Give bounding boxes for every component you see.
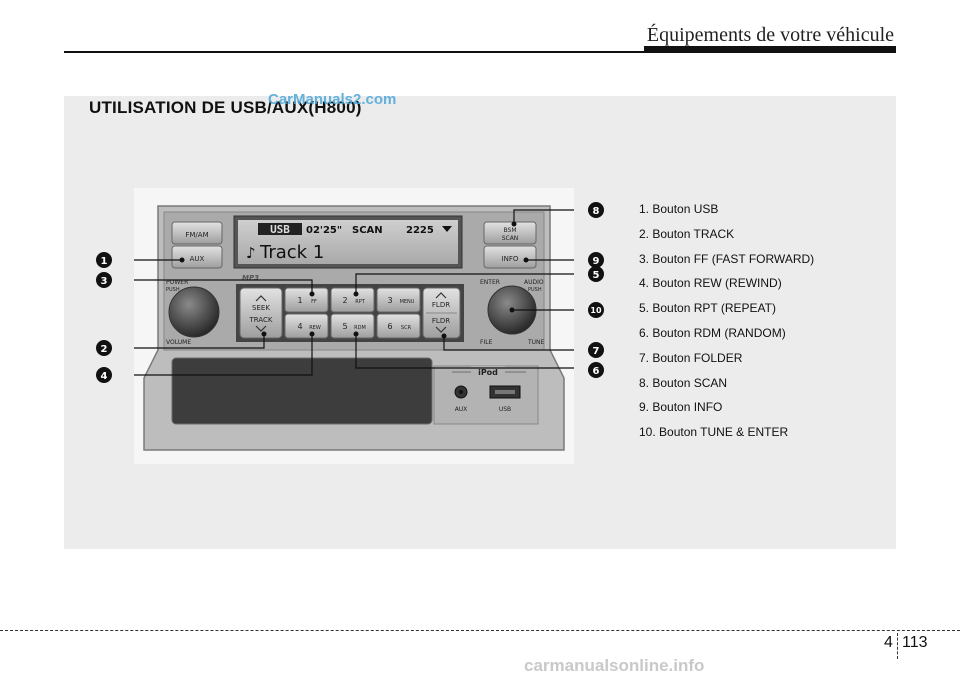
fldr-up-label: FLDR [432, 301, 450, 309]
ipod-label: iPod [478, 368, 498, 377]
callout-dot-8 [511, 221, 517, 227]
callout-line-8 [513, 209, 574, 224]
legend-item: 9. Bouton INFO [639, 400, 723, 415]
lcd-time: 02'25" [306, 225, 342, 236]
lcd-arrow-icon [442, 226, 452, 232]
power-label: POWER [166, 279, 188, 286]
legend-item: 5. Bouton RPT (REPEAT) [639, 301, 776, 316]
preset-3-menu-button[interactable] [376, 287, 421, 313]
preset-5-rdm-button[interactable] [330, 313, 375, 339]
lcd-source-badge [258, 223, 302, 235]
preset-4-label: 4 [297, 322, 302, 331]
callout-dot-2 [261, 331, 267, 337]
preset-1-ff-button[interactable] [284, 287, 329, 313]
button-legend: 1. Bouton USB 2. Bouton TRACK 3. Bouton … [639, 202, 814, 450]
file-label: FILE [480, 339, 493, 346]
page-number-separator [897, 633, 898, 659]
page-header-title: Équipements de votre véhicule [646, 24, 894, 46]
seek-track-button[interactable] [239, 287, 283, 339]
fm-am-button[interactable] [171, 221, 223, 245]
usb-port-label: USB [499, 406, 511, 413]
legend-item: 1. Bouton USB [639, 202, 719, 216]
info-label: INFO [502, 255, 519, 263]
scan-label: SCAN [502, 235, 519, 242]
preset-5-label: 5 [342, 322, 347, 331]
legend-item: 6. Bouton RDM (RANDOM) [639, 325, 786, 340]
callout-dot-7 [441, 333, 447, 339]
callout-dot-4 [309, 331, 315, 337]
audio-push-label: PUSH [528, 287, 542, 293]
legend-item: 4. Bouton REW (REWIND) [639, 276, 782, 291]
callout-dot-3 [309, 291, 315, 297]
preset-2-label: 2 [342, 296, 347, 305]
lcd-number: 2225 [406, 225, 434, 236]
aux-button[interactable] [171, 245, 223, 269]
callout-line-3 [134, 279, 313, 294]
legend-item: 8. Bouton SCAN [639, 375, 728, 390]
preset-6-label: 6 [387, 322, 392, 331]
preset-1-label: 1 [297, 296, 302, 305]
chapter-number: 4 [884, 634, 893, 651]
scr-label: SCR [401, 325, 412, 331]
track-label: TRACK [249, 316, 273, 324]
aux-button-label: AUX [190, 255, 205, 263]
folder-down-icon [435, 326, 447, 333]
callout-dot-9 [523, 257, 529, 263]
music-note-icon: ♪ [246, 244, 256, 262]
watermark: CarManuals2.com [268, 91, 397, 108]
preset-6-scr-button[interactable] [376, 313, 421, 339]
callout-line-2 [134, 334, 265, 349]
seek-label: SEEK [252, 304, 270, 312]
legend-item: 2. Bouton TRACK [639, 226, 735, 241]
rew-label: REW [309, 325, 321, 331]
usb-port-slot [495, 390, 515, 394]
bsm-scan-button[interactable] [483, 221, 537, 245]
mp3-logo: MP3 [242, 274, 259, 282]
callout-dot-5 [353, 291, 359, 297]
rpt-label: RPT [355, 299, 365, 305]
volume-label: VOLUME [166, 339, 191, 346]
callout-dot-1 [179, 257, 185, 263]
power-push-label: PUSH [166, 287, 180, 293]
chevron-down-icon [255, 325, 267, 332]
callout-line-6 [355, 334, 574, 369]
callout-line-4 [134, 334, 313, 376]
rdm-label: RDM [354, 325, 366, 331]
header-rule [64, 51, 896, 53]
lcd-track: Track 1 [259, 242, 324, 263]
ipod-label-bg [471, 366, 505, 376]
legend-item: 7. Bouton FOLDER [639, 350, 743, 365]
chevron-up-icon [255, 295, 267, 302]
footer-rule [0, 630, 960, 631]
section-title: UTILISATION DE USB/AUX(H800) [89, 98, 362, 117]
preset-2-rpt-button[interactable] [330, 287, 375, 313]
header-rule-accent [644, 46, 896, 53]
tune-label: TUNE [527, 339, 545, 346]
lcd-mode: SCAN [352, 225, 383, 236]
footer-watermark: carmanualsonline.info [524, 656, 705, 675]
fm-am-label: FM/AM [185, 231, 208, 239]
folder-up-icon [435, 292, 447, 299]
enter-label: ENTER [480, 279, 500, 286]
preset-4-rew-button[interactable] [284, 313, 329, 339]
preset-3-label: 3 [387, 296, 392, 305]
aux-jack-hole [459, 390, 463, 394]
bsm-label: BSM [504, 227, 517, 234]
audio-label: AUDIO [524, 279, 544, 286]
volume-knob[interactable] [168, 286, 220, 338]
aux-jack-label: AUX [455, 406, 468, 413]
menu-label: MENU [400, 299, 415, 305]
fldr-down-label: FLDR [432, 317, 450, 325]
callout-dot-10 [509, 307, 515, 313]
lcd-source: USB [270, 223, 290, 236]
page-number: 113 [902, 634, 928, 651]
legend-item: 3. Bouton FF (FAST FORWARD) [639, 251, 815, 266]
callout-line-5 [355, 273, 574, 294]
info-button[interactable] [483, 245, 537, 269]
radio-illustration: USB 02'25" SCAN 2225 ♪ Track 1 FM/AM AUX… [134, 188, 574, 464]
callout-line-7 [443, 336, 574, 351]
callout-dot-6 [353, 331, 359, 337]
legend-item: 10. Bouton TUNE & ENTER [639, 425, 789, 440]
ff-label: FF [311, 299, 317, 305]
